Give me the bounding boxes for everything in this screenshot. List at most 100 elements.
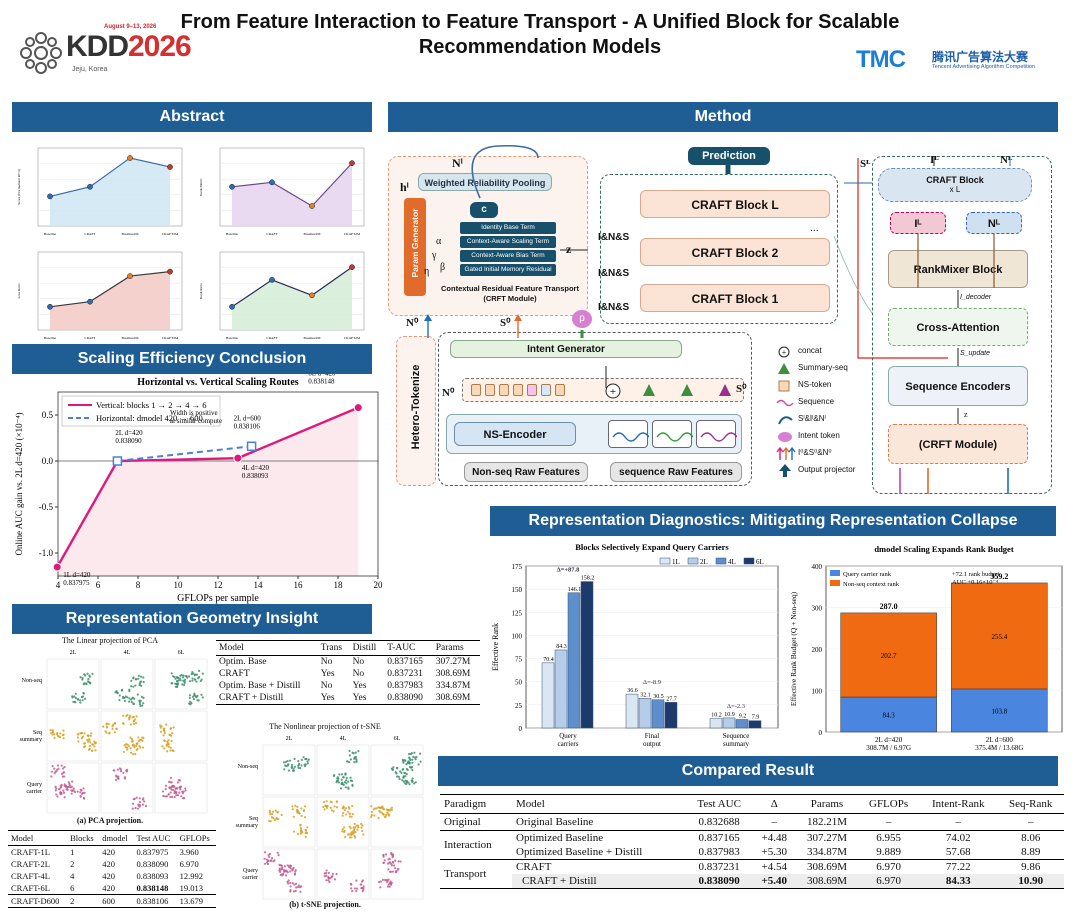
scatter-point: [391, 860, 394, 864]
scatter-point: [195, 673, 198, 676]
scatter-point: [94, 741, 97, 744]
il-label: Iᴸ: [930, 154, 939, 166]
scatter-point: [141, 739, 144, 742]
scatter-point: [344, 772, 347, 775]
table-cell: CRAFT: [219, 669, 250, 679]
scatter-point: [306, 826, 309, 829]
scatter-point: [373, 814, 376, 817]
scatter-point: [123, 744, 126, 747]
scatter-point: [361, 824, 364, 827]
scatter-point: [296, 810, 299, 813]
scatter-point: [182, 674, 185, 677]
scatter-point: [399, 860, 402, 863]
scatter-point: [302, 756, 305, 759]
scatter-point: [341, 828, 344, 831]
diag2-bar: [840, 696, 937, 733]
table-cell: CRAFT: [516, 861, 552, 873]
annotation-line: 1L d=420: [63, 571, 91, 579]
scatter-point: [292, 890, 296, 893]
scatter-point: [56, 795, 59, 798]
diag1-delta: Δ=+87.8: [557, 567, 581, 574]
scatter-point: [80, 731, 84, 735]
scatter-point: [197, 669, 201, 672]
scatter-point: [60, 784, 63, 787]
concat-symbol: [778, 346, 790, 358]
table-cell: 74.02: [945, 832, 971, 844]
scatter-point: [61, 767, 65, 770]
scatter-point: [390, 767, 393, 770]
scatter-point: [322, 800, 326, 804]
diag1-ytick: 75: [515, 656, 523, 664]
projector-symbol: [779, 464, 791, 477]
sequence-wave: [700, 432, 738, 442]
craft-block-l: CRAFT Block L: [640, 190, 830, 218]
scatter-point: [280, 813, 283, 817]
scatter-point: [161, 790, 165, 793]
annotation-line: 0.838090: [115, 437, 142, 445]
method-legend-item: I⁰&S⁰&N⁰: [776, 446, 872, 461]
scatter-point: [131, 739, 134, 742]
scatter-cell: [154, 658, 208, 710]
scatter-point: [173, 795, 176, 799]
scatter-point: [125, 769, 128, 772]
scatter-point: [137, 674, 140, 677]
annotation-line: 2L d=600: [234, 414, 262, 422]
scatter-point: [76, 733, 79, 736]
scatter-point: [91, 749, 94, 752]
table-header-cell: GFLOPs: [869, 798, 909, 810]
diag2-legend-label: Non-seq context rank: [843, 581, 900, 588]
diag1-bar-label: 10.2: [711, 713, 722, 719]
scatter-point: [167, 742, 170, 746]
scatter-cell: [100, 658, 154, 710]
table-cell: 0.837165: [387, 657, 423, 667]
diag1-xtick: carriers: [558, 740, 579, 748]
scatter-point: [77, 740, 80, 743]
scatter-point: [414, 781, 417, 784]
scatter-point: [141, 736, 144, 739]
scatter-point: [167, 745, 170, 748]
pca-caption: (a) PCA projection.: [76, 816, 144, 825]
scatter-point: [306, 760, 309, 763]
scatter-point: [115, 775, 118, 778]
scatter-point: [169, 727, 173, 730]
scatter-point: [297, 760, 300, 763]
panel-line: [231, 162, 353, 207]
x-tick-label: 10: [174, 580, 184, 590]
table-cell: +4.54: [761, 861, 787, 873]
scatter-point: [183, 678, 187, 681]
scatter-point: [360, 887, 363, 890]
table-cell: 0.838090: [698, 875, 740, 887]
scatter-point: [395, 870, 398, 873]
scatter-point: [303, 805, 307, 808]
vertical-point: [52, 562, 62, 572]
diag2-ytick: 200: [812, 646, 823, 654]
scatter-point: [353, 834, 356, 838]
col-label: 6L: [394, 736, 401, 742]
panel-xtick: CRAFT: [84, 336, 96, 340]
method-legend-label: Sˡ&Iˡ&Nˡ: [798, 414, 826, 423]
scatter-point: [193, 694, 196, 697]
scatter-point: [346, 760, 349, 763]
arrow-symbol: [776, 446, 784, 460]
scatter-point: [282, 868, 285, 872]
panel-ylabel: Rank Metric: [199, 178, 203, 196]
intent-generator-box: Intent Generator: [450, 340, 682, 358]
ins-label-2: I&N&S: [598, 268, 630, 279]
panel-point: [47, 193, 53, 200]
annotation-line: 0.837975: [63, 579, 90, 587]
table-cell: +4.48: [761, 832, 787, 844]
scatter-point: [304, 828, 307, 832]
scatter-point: [360, 826, 363, 829]
scatter-point: [142, 676, 145, 679]
scatter-point: [349, 776, 352, 779]
scatter-point: [126, 748, 129, 751]
scatter-point: [142, 696, 145, 699]
scatter-point: [294, 889, 297, 893]
kdd-location: Jeju, Korea: [72, 66, 108, 73]
scatter-point: [291, 769, 295, 772]
annotation-line: 0.838106: [234, 422, 261, 430]
